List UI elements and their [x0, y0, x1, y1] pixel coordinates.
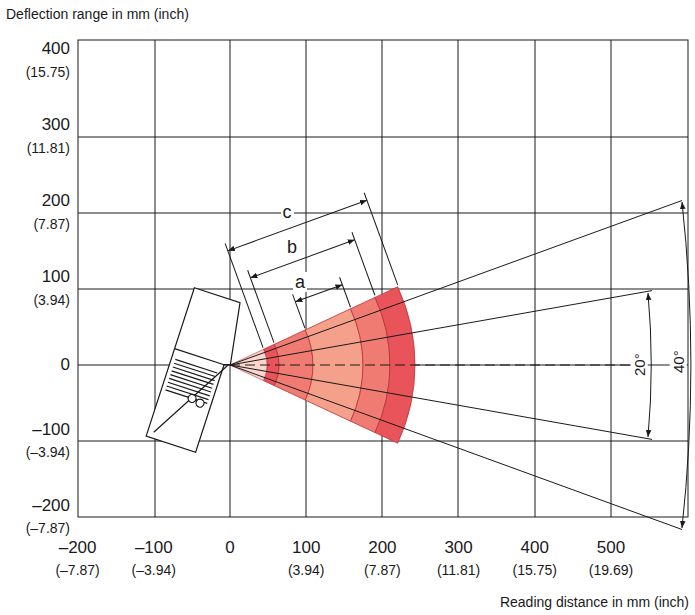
scanner-symbol: [146, 288, 249, 454]
axis-label: (11.81): [437, 562, 480, 578]
scanner-grille: [165, 359, 217, 403]
axis-label: 400: [42, 39, 70, 59]
center-axis: [230, 365, 650, 366]
scanner-led: [195, 398, 205, 408]
axis-label: (–7.87): [26, 520, 70, 536]
axis-label: –100: [32, 420, 70, 440]
axis-label: 0: [61, 355, 70, 375]
axis-label: (3.94): [33, 292, 70, 308]
plot-border: [78, 40, 688, 517]
scanner-housing: [146, 288, 249, 454]
angle-label: 20°: [630, 352, 647, 379]
axis-label: 100: [42, 267, 70, 287]
axis-label: 200: [368, 538, 396, 558]
angle-line: [230, 365, 682, 530]
dimension-label: b: [285, 237, 299, 258]
axis-label: 400: [521, 538, 549, 558]
angle-arc: [648, 293, 651, 437]
axis-label: 300: [42, 115, 70, 135]
axis-label: 0: [225, 538, 234, 558]
axis-label: –200: [32, 496, 70, 516]
dimension-label: a: [293, 272, 307, 293]
extension-line: [352, 232, 375, 295]
axis-label: –100: [135, 538, 173, 558]
extension-line: [364, 193, 398, 285]
axis-label: (–3.94): [26, 444, 70, 460]
axis-label: (15.75): [513, 562, 557, 578]
axis-label: (19.69): [589, 562, 633, 578]
axis-label: 300: [444, 538, 472, 558]
axis-label: (–3.94): [132, 562, 176, 578]
housing-edge: [175, 349, 224, 365]
grid: [78, 40, 688, 517]
axis-label: (–7.87): [55, 562, 99, 578]
extension-line: [248, 270, 274, 342]
axis-label: (7.87): [33, 216, 70, 232]
axis-label: (3.94): [288, 562, 325, 578]
axis-label: (7.87): [364, 562, 401, 578]
dimension-lines: [225, 193, 402, 348]
dimension-label: c: [281, 202, 294, 223]
axis-label: (11.81): [27, 140, 70, 156]
angle-line: [230, 291, 652, 365]
angle-line: [230, 365, 652, 439]
angle-lines: [230, 201, 691, 530]
axis-label: Reading distance in mm (inch): [500, 594, 689, 610]
axis-label: (15.75): [26, 64, 70, 80]
axis-label: –200: [59, 538, 97, 558]
housing-edge: [154, 350, 228, 448]
axis-label: Deflection range in mm (inch): [6, 6, 189, 22]
axis-label: 100: [292, 538, 320, 558]
angle-label: 40°: [669, 349, 686, 376]
extension-line: [340, 277, 351, 307]
axis-label: 500: [597, 538, 625, 558]
axis-label: 200: [42, 191, 70, 211]
